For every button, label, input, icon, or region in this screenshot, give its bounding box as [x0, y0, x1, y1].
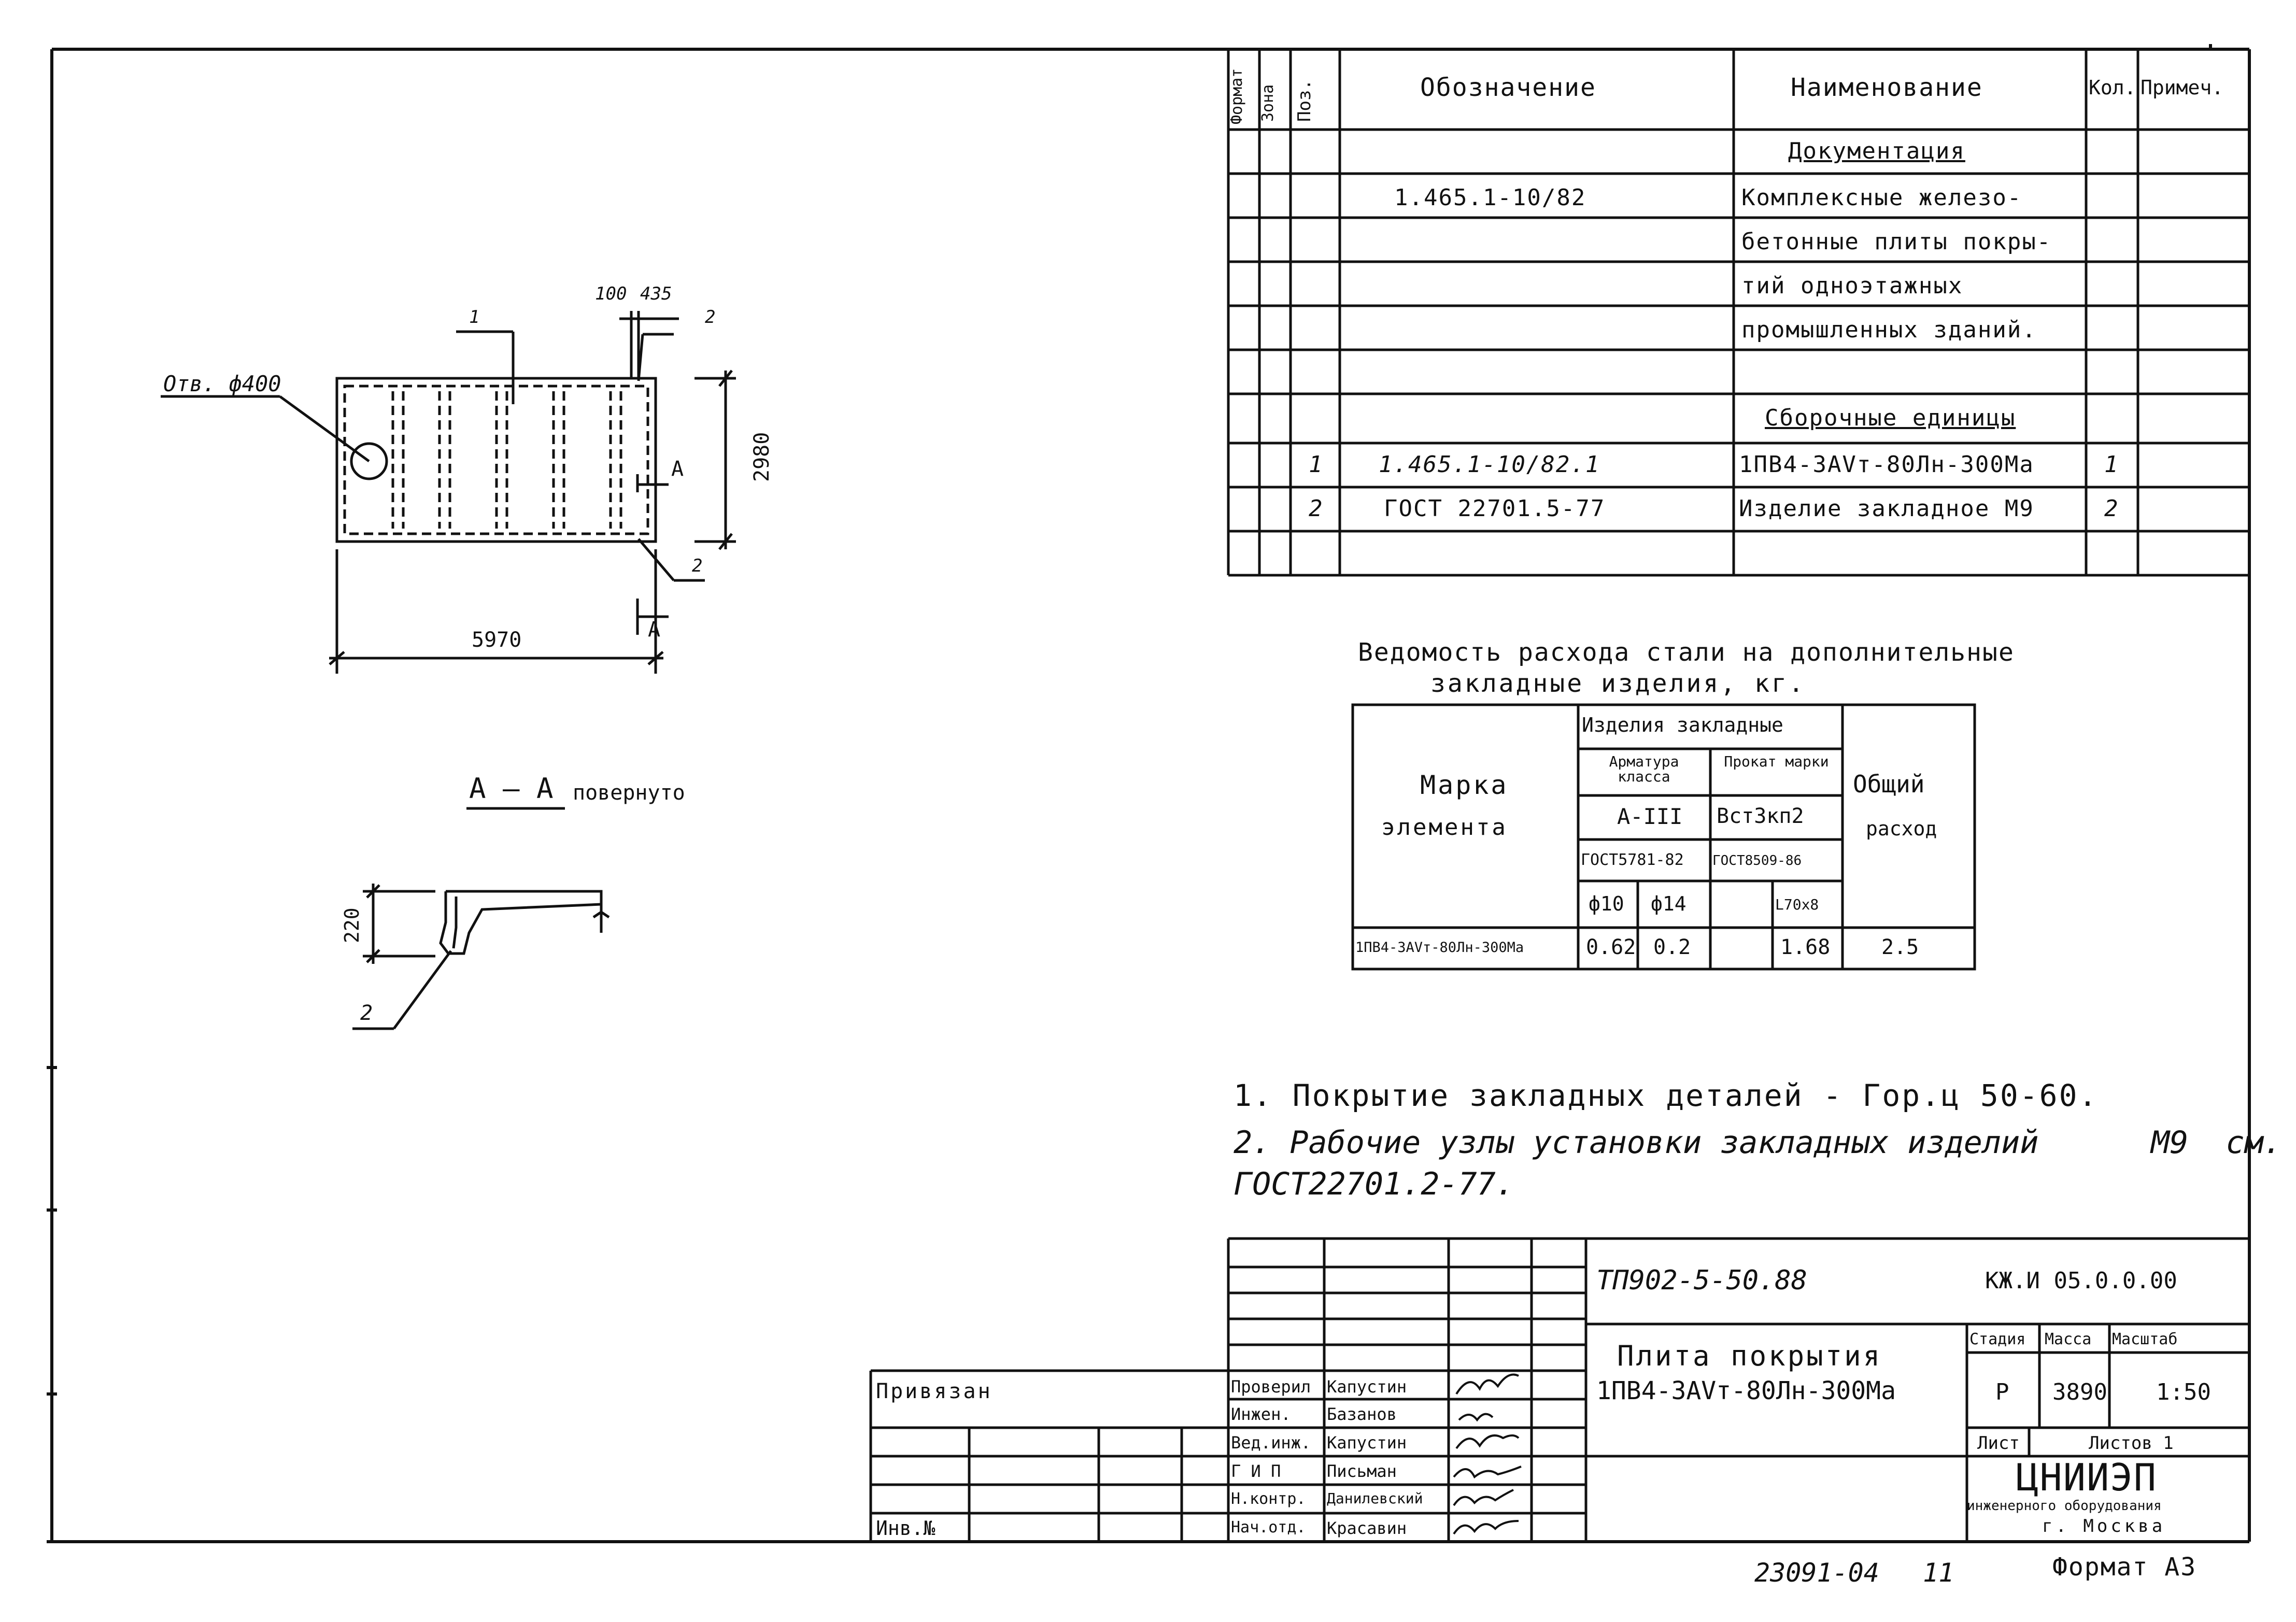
steel-rashod: расход: [1866, 817, 1937, 840]
dim-2980: 2980: [750, 432, 774, 482]
person-name: Красавин: [1327, 1518, 1407, 1538]
stadia-header: Стадия: [1969, 1330, 2026, 1348]
steel-l70: L70х8: [1775, 896, 1819, 913]
dim-220: 220: [341, 907, 363, 943]
steel-izd: Изделия закладные: [1582, 714, 1783, 736]
person-name: Письман: [1327, 1461, 1397, 1481]
role-label: Н.контр.: [1231, 1490, 1306, 1508]
plan-ref-1: 1: [469, 307, 480, 328]
org-line3: г. Москва: [2042, 1516, 2166, 1536]
spec-row-pos: 1: [1309, 451, 1324, 478]
masshtab-header: Масштаб: [2112, 1330, 2178, 1348]
section-mark-a: А: [671, 457, 684, 481]
product-mark: 1ПВ4-3АVт-80Лн-300Ма: [1596, 1376, 1896, 1405]
spec-doc-name-line: бетонные плиты покры-: [1741, 229, 2052, 255]
steel-row-v2: 0.2: [1653, 935, 1691, 959]
note-1: 1. Покрытие закладных деталей - Гор.ц 50…: [1234, 1078, 2099, 1113]
org-line2: инженерного оборудования: [1967, 1498, 2162, 1514]
steel-total: Общий: [1853, 770, 1925, 798]
hole-label: Отв. ф400: [163, 371, 281, 396]
spec-doc-name-line: Комплексные железо-: [1741, 184, 2022, 211]
product-name: Плита покрытия: [1617, 1340, 1882, 1372]
steel-element: элемента: [1381, 814, 1508, 841]
stadia-value: Р: [1995, 1379, 2009, 1405]
role-label: Проверил: [1231, 1377, 1311, 1397]
spec-header-kol: Кол.: [2089, 76, 2136, 99]
steel-marka: Марка: [1420, 770, 1509, 800]
role-label: Г И П: [1231, 1461, 1281, 1481]
privyazan-label: Привязан: [876, 1379, 993, 1403]
spec-header-name: Наименование: [1791, 73, 1983, 102]
steel-prokat: Прокат марки: [1724, 753, 1829, 770]
project-number: ТП902-5-50.88: [1596, 1265, 1807, 1296]
spec-row-kol: 1: [2104, 451, 2119, 478]
listov-label: Листов 1: [2089, 1433, 2174, 1454]
role-label: Вед.инж.: [1231, 1433, 1311, 1453]
plan-ref-2: 2: [705, 307, 716, 328]
section-mark-a: А: [648, 618, 661, 642]
steel-row-mark: 1ПВ4-3АVт-80Лн-300Ма: [1355, 940, 1524, 956]
massa-value: 3890: [2052, 1379, 2107, 1405]
dim-100: 100: [595, 283, 627, 304]
note-2: 2. Рабочие узлы установки закладных изде…: [1234, 1125, 2282, 1161]
spec-row-oboz: 1.465.1-10/82.1: [1379, 451, 1600, 478]
spec-doc-name-line: тий одноэтажных: [1741, 273, 1963, 299]
steel-d10: ф10: [1589, 892, 1624, 915]
role-label: Инжен.: [1231, 1404, 1291, 1424]
spec-doc-name-line: промышленных зданий.: [1741, 317, 2037, 343]
list-label: Лист: [1977, 1433, 2020, 1454]
org-logo-text: ЦНИИЭП: [2016, 1456, 2158, 1499]
steel-title-line1: Ведомость расхода стали на дополнительны…: [1358, 638, 2015, 667]
person-name: Данилевский: [1327, 1490, 1423, 1507]
steel-arm-class: А-III: [1617, 804, 1683, 829]
dim-5970: 5970: [472, 628, 522, 652]
section-ref-2: 2: [360, 1001, 373, 1025]
note-2-cont: ГОСТ22701.2-77.: [1234, 1166, 1514, 1202]
format-label: Формат А3: [2052, 1553, 2197, 1582]
role-label: Нач.отд.: [1231, 1518, 1306, 1536]
inv-label: Инв.№: [876, 1517, 936, 1540]
archive-number: 23091-04: [1754, 1558, 1879, 1588]
dim-435: 435: [640, 283, 672, 304]
spec-row-name: Изделие закладное М9: [1739, 495, 2034, 522]
spec-header-prim: Примеч.: [2141, 76, 2224, 99]
sheet-page: 11: [1923, 1558, 1954, 1588]
document-code: КЖ.И 05.0.0.00: [1985, 1268, 2177, 1294]
steel-row-total: 2.5: [1881, 935, 1919, 959]
spec-row-name: 1ПВ4-3АVт-80Лн-300Ма: [1739, 451, 2034, 478]
person-name: Капустин: [1327, 1433, 1407, 1453]
steel-row-v4: 1.68: [1780, 935, 1831, 959]
plan-ref-2: 2: [692, 556, 703, 576]
spec-header-zona: Зона: [1259, 84, 1277, 122]
steel-d14: ф14: [1651, 892, 1686, 915]
spec-header-pos: Поз.: [1294, 79, 1315, 122]
section-title: А — А: [469, 772, 554, 805]
steel-gost1: ГОСТ5781-82: [1581, 851, 1684, 869]
section-note: повернуто: [573, 781, 685, 805]
spec-row-pos: 2: [1309, 495, 1324, 522]
spec-section-docs: Документация: [1788, 138, 1965, 164]
steel-title-line2: закладные изделия, кг.: [1430, 669, 1806, 698]
steel-prokat-mark: Вст3кп2: [1717, 804, 1804, 828]
spec-header-oboz: Обозначение: [1420, 73, 1596, 102]
steel-gost2: ГОСТ8509-86: [1712, 853, 1802, 869]
massa-header: Масса: [2045, 1330, 2092, 1348]
spec-row-kol: 2: [2104, 495, 2119, 522]
masshtab-value: 1:50: [2156, 1379, 2211, 1405]
person-name: Базанов: [1327, 1404, 1397, 1424]
steel-row-v1: 0.62: [1586, 935, 1636, 959]
steel-arm: Арматура класса: [1609, 753, 1679, 786]
spec-header-format: Формат: [1228, 68, 1246, 124]
spec-section-units: Сборочные единицы: [1765, 405, 2016, 431]
spec-doc-code: 1.465.1-10/82: [1394, 184, 1586, 211]
spec-row-oboz: ГОСТ 22701.5-77: [1384, 495, 1606, 522]
person-name: Капустин: [1327, 1377, 1407, 1397]
